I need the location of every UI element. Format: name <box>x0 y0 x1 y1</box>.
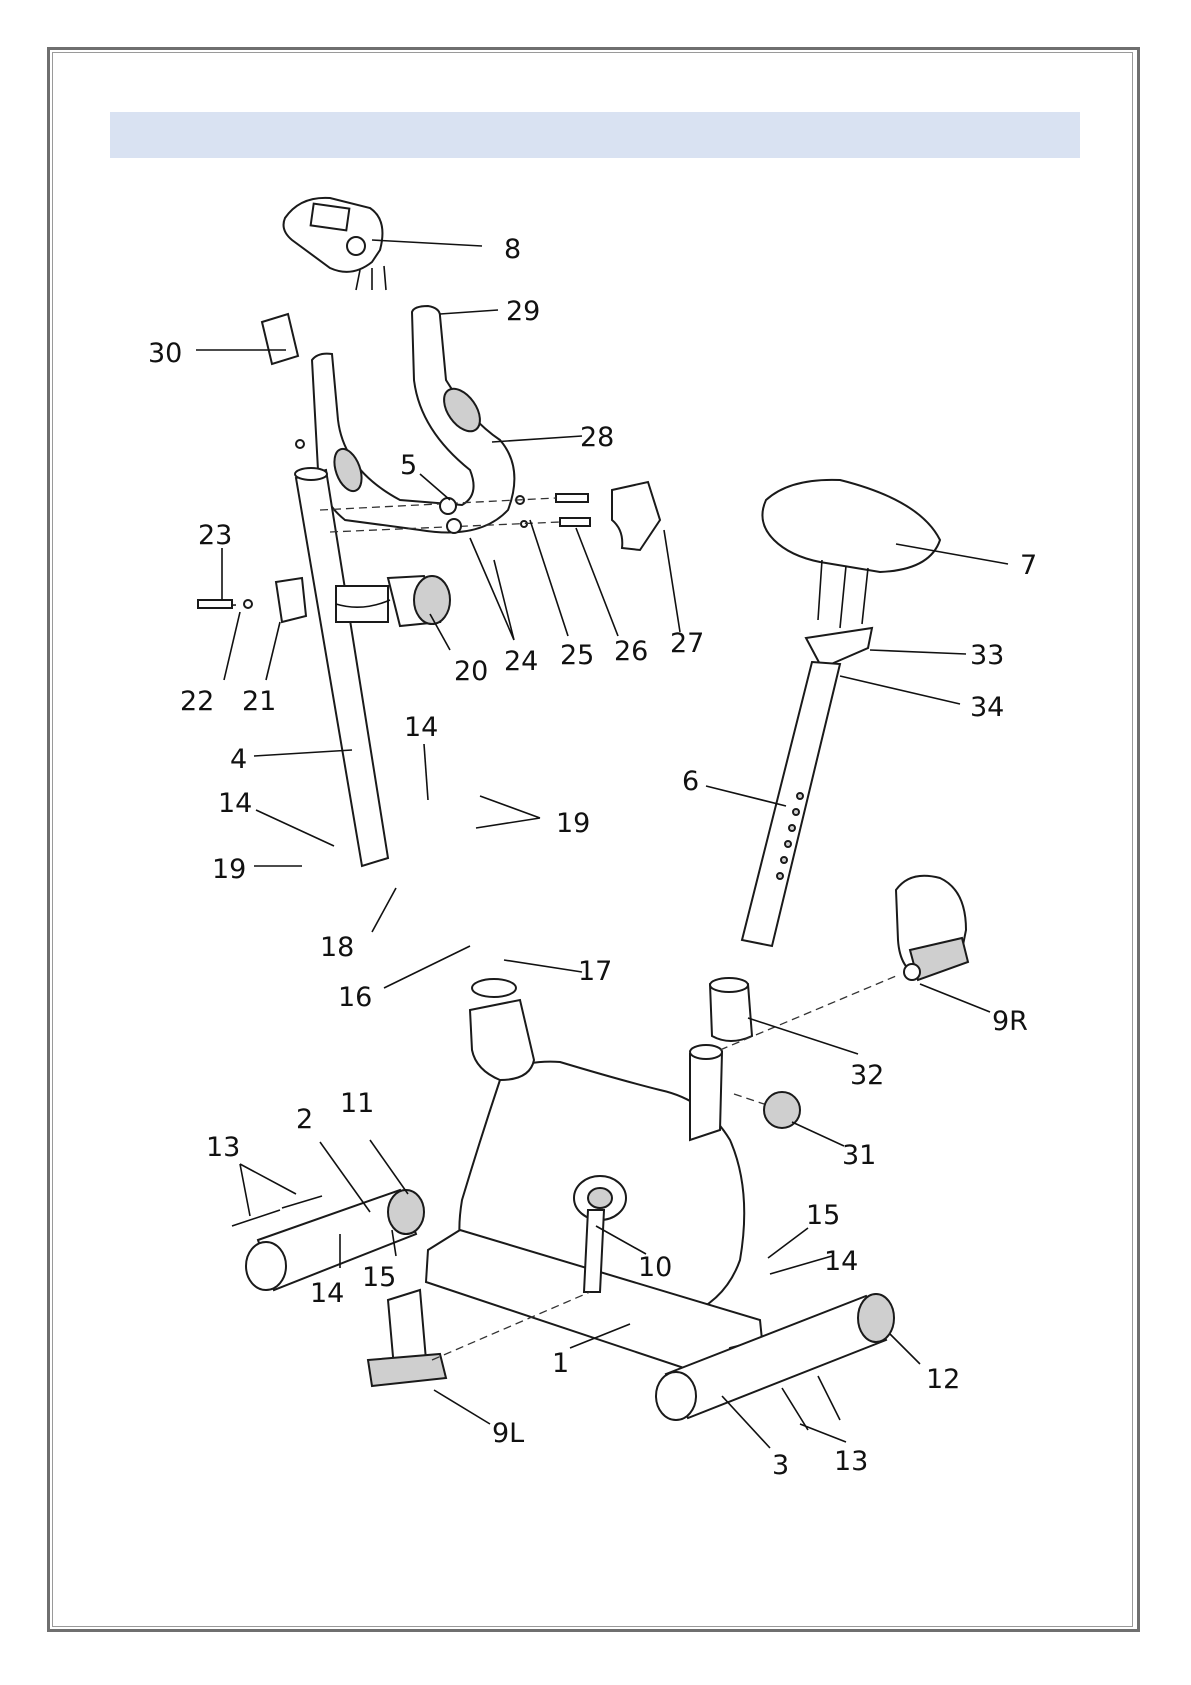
callout-25: 25 <box>560 640 594 671</box>
callout-7: 7 <box>1020 550 1037 581</box>
callout-13-left: 13 <box>206 1132 240 1163</box>
callout-5: 5 <box>400 450 417 481</box>
callout-29: 29 <box>506 296 540 327</box>
callout-22: 22 <box>180 686 214 717</box>
callout-4: 4 <box>230 744 247 775</box>
callout-9L: 9L <box>492 1418 524 1449</box>
callout-11: 11 <box>340 1088 374 1119</box>
callout-33: 33 <box>970 640 1004 671</box>
callout-2: 2 <box>296 1104 313 1135</box>
callout-19-right: 19 <box>556 808 590 839</box>
callout-32: 32 <box>850 1060 884 1091</box>
callout-9R: 9R <box>992 1006 1028 1037</box>
seat-part-7 <box>762 480 940 668</box>
callout-6: 6 <box>682 766 699 797</box>
clamp-cover-part-27 <box>612 482 660 550</box>
callout-15-left: 15 <box>362 1262 396 1293</box>
callout-31: 31 <box>842 1140 876 1171</box>
callout-18: 18 <box>320 932 354 963</box>
callout-28: 28 <box>580 422 614 453</box>
callout-21: 21 <box>242 686 276 717</box>
callout-20: 20 <box>454 656 488 687</box>
frame-part-1 <box>426 979 762 1380</box>
callout-16: 16 <box>338 982 372 1013</box>
callout-13-right: 13 <box>834 1446 868 1477</box>
pulse-sensor-parts-21-22-23 <box>198 578 306 622</box>
callout-14-right: 14 <box>824 1246 858 1277</box>
callout-23: 23 <box>198 520 232 551</box>
handlebar-part-28-29 <box>312 306 514 533</box>
callout-14-left: 14 <box>218 788 252 819</box>
seat-tube-sleeve-part-32 <box>710 978 752 1041</box>
callout-3: 3 <box>772 1450 789 1481</box>
console-part-8 <box>284 198 386 290</box>
seat-post-part-6 <box>742 662 840 946</box>
callout-14-top: 14 <box>404 712 438 743</box>
callout-27: 27 <box>670 628 704 659</box>
callout-1: 1 <box>552 1348 569 1379</box>
callout-19-left: 19 <box>212 854 246 885</box>
callout-10: 10 <box>638 1252 672 1283</box>
knob-part-31 <box>734 1092 800 1128</box>
callout-12: 12 <box>926 1364 960 1395</box>
callout-34: 34 <box>970 692 1004 723</box>
callout-24: 24 <box>504 646 538 677</box>
callout-30: 30 <box>148 338 182 369</box>
pedal-part-9R <box>896 876 968 980</box>
callout-14-bottom-left: 14 <box>310 1278 344 1309</box>
callout-26: 26 <box>614 636 648 667</box>
callout-15-right: 15 <box>806 1200 840 1231</box>
callout-17: 17 <box>578 956 612 987</box>
callout-8: 8 <box>504 234 521 265</box>
